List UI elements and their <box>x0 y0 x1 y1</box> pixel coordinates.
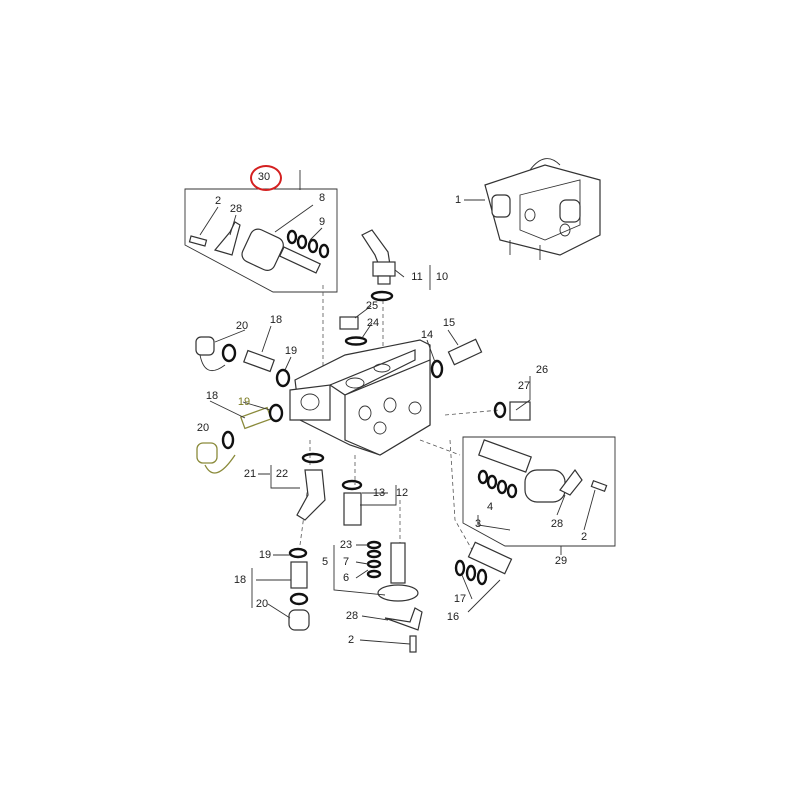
callout-26[interactable]: 26 <box>535 364 549 376</box>
callout-2-right[interactable]: 2 <box>580 531 588 543</box>
valve-block <box>289 339 431 456</box>
callout-20[interactable]: 20 <box>235 320 249 332</box>
callout-20-lower[interactable]: 20 <box>196 422 210 434</box>
callout-10[interactable]: 10 <box>435 271 449 283</box>
callout-30[interactable]: 30 <box>257 171 271 183</box>
callout-6[interactable]: 6 <box>342 572 350 584</box>
o-rings-4 <box>477 469 518 499</box>
o-ring-27 <box>493 401 507 419</box>
callout-19[interactable]: 19 <box>284 345 298 357</box>
bracket-28 <box>213 221 241 256</box>
callout-28-bottom[interactable]: 28 <box>345 610 359 622</box>
callout-22[interactable]: 22 <box>275 468 289 480</box>
valve-5 <box>377 542 419 602</box>
fitting-12 <box>343 492 362 526</box>
solenoid-valve-8 <box>241 228 322 274</box>
dust-cap-20-upper <box>195 336 237 372</box>
plug-26 <box>509 401 531 421</box>
callout-25[interactable]: 25 <box>365 300 379 312</box>
callout-28[interactable]: 28 <box>229 203 243 215</box>
callout-5[interactable]: 5 <box>321 556 329 568</box>
coupler-18-upper <box>243 349 275 373</box>
bolt-2-right <box>590 480 608 492</box>
o-ring-11 <box>370 290 394 302</box>
callout-19-bottom[interactable]: 19 <box>258 549 272 561</box>
elbow-fitting-21 <box>296 469 326 521</box>
callout-9[interactable]: 9 <box>318 216 326 228</box>
callout-28-right[interactable]: 28 <box>550 518 564 530</box>
o-rings-17 <box>454 559 488 586</box>
solenoid-coil <box>524 469 566 503</box>
callout-1[interactable]: 1 <box>454 194 462 206</box>
callout-11[interactable]: 11 <box>411 271 423 283</box>
callout-16[interactable]: 16 <box>446 611 460 623</box>
leader-lines <box>199 170 596 645</box>
bracket-28-right <box>559 468 583 496</box>
callout-17[interactable]: 17 <box>453 593 467 605</box>
o-rings-23-7-6 <box>366 540 382 579</box>
callout-19-lower[interactable]: 19 <box>237 396 251 408</box>
callout-3[interactable]: 3 <box>474 518 482 530</box>
callout-7[interactable]: 7 <box>342 556 350 568</box>
callout-14[interactable]: 14 <box>420 329 434 341</box>
coupler-18-bottom <box>290 561 308 589</box>
o-ring-14 <box>430 359 444 379</box>
callout-18[interactable]: 18 <box>269 314 283 326</box>
bolt-2 <box>188 235 208 247</box>
o-ring-13 <box>341 479 363 491</box>
banjo-bolt-16 <box>467 541 513 575</box>
callout-2-bottom[interactable]: 2 <box>347 634 355 646</box>
callout-20-bottom[interactable]: 20 <box>255 598 269 610</box>
callout-29[interactable]: 29 <box>554 555 568 567</box>
solenoid-valve-3 <box>478 439 532 473</box>
valve-assembly-1 <box>484 158 601 260</box>
plug-25 <box>339 316 359 330</box>
assembly-box-30 <box>184 188 338 293</box>
callout-18-lower[interactable]: 18 <box>205 390 219 402</box>
callout-2[interactable]: 2 <box>214 195 222 207</box>
callout-8[interactable]: 8 <box>318 192 326 204</box>
o-rings-9 <box>286 229 330 259</box>
bolt-2-bottom <box>409 635 417 653</box>
o-ring-22 <box>301 452 325 464</box>
callout-4[interactable]: 4 <box>486 501 494 513</box>
coupler-18-lower <box>239 406 273 430</box>
callout-24[interactable]: 24 <box>366 317 380 329</box>
o-ring-24 <box>344 336 368 346</box>
callout-13[interactable]: 13 <box>372 487 386 499</box>
assembly-box-29 <box>462 436 616 547</box>
dust-cap-20-lower <box>196 430 236 474</box>
callout-12[interactable]: 12 <box>395 487 409 499</box>
adapter-15 <box>447 338 483 366</box>
callout-23[interactable]: 23 <box>339 539 353 551</box>
bracket-28-bottom <box>384 607 423 631</box>
callout-27[interactable]: 27 <box>517 380 531 392</box>
callout-18-bottom[interactable]: 18 <box>233 574 247 586</box>
callout-15[interactable]: 15 <box>442 317 456 329</box>
highlight-circle <box>250 165 282 191</box>
callout-21[interactable]: 21 <box>243 468 257 480</box>
dust-cap-20-bottom <box>288 609 310 631</box>
